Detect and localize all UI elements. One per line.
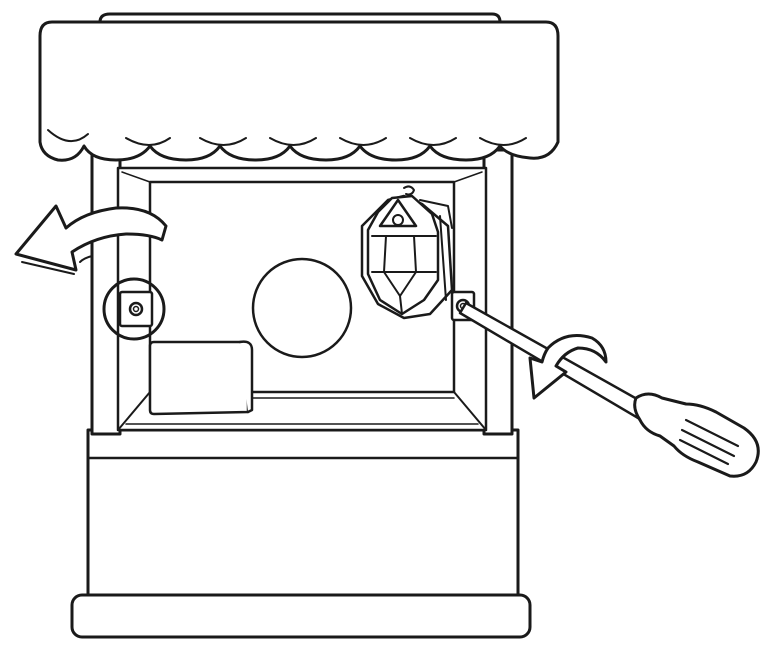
right-post	[482, 148, 514, 436]
screw-detail-icon	[102, 277, 166, 341]
interior-ball	[251, 257, 353, 359]
interior-block	[148, 340, 254, 416]
cabinet-base	[70, 428, 532, 639]
gem-lantern	[360, 185, 454, 320]
left-post	[90, 148, 122, 436]
curved-arrow-icon	[14, 204, 168, 275]
cabinet-awning	[38, 12, 560, 162]
rotation-arrow-icon	[528, 334, 608, 400]
